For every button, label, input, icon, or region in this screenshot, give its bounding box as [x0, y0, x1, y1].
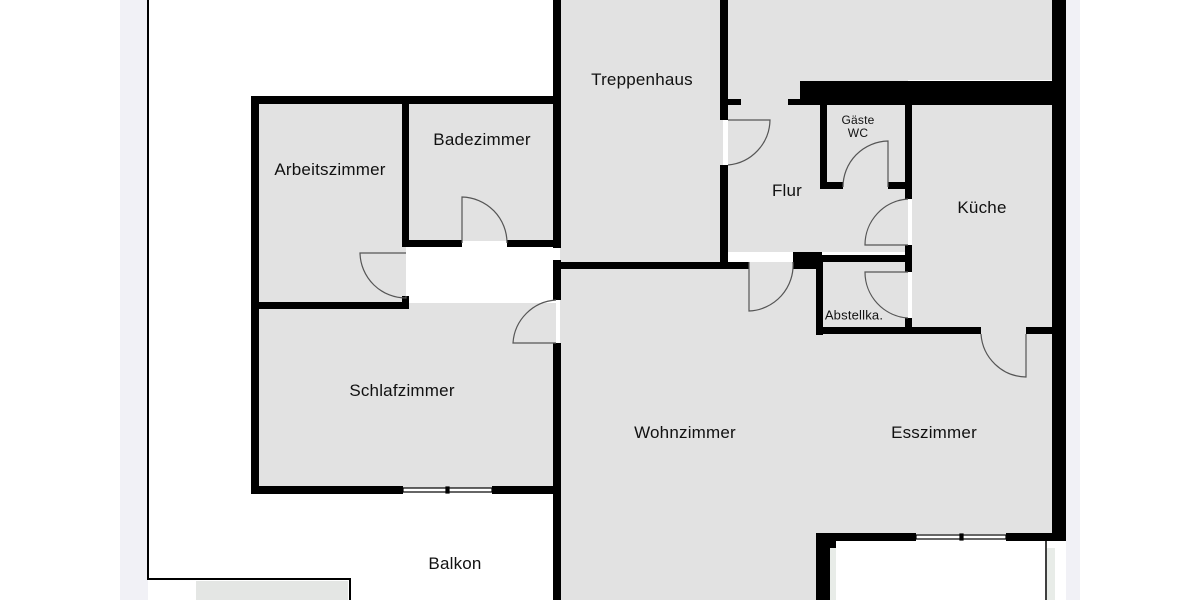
- door-arcs: [359, 119, 1027, 378]
- door-kueche-esszimmer: [980, 333, 1027, 378]
- room-label-arbeitszimmer: Arbeitszimmer: [274, 160, 386, 179]
- door-abstellkammer: [864, 271, 909, 319]
- room-label-schlafzimmer: Schlafzimmer: [349, 381, 455, 400]
- room-label-esszimmer: Esszimmer: [891, 423, 977, 442]
- windows: [402, 486, 1007, 541]
- door-badezimmer: [461, 196, 508, 244]
- room-label-wohnzimmer: Wohnzimmer: [634, 423, 736, 442]
- room-label-flur: Flur: [771, 181, 803, 200]
- room-label-badezimmer: Badezimmer: [433, 130, 531, 149]
- door-flur-wohnzimmer: [748, 261, 794, 312]
- door-arbeitszimmer: [359, 252, 407, 299]
- balcony-lower: [838, 541, 1044, 600]
- room-label-treppenhaus: Treppenhaus: [591, 70, 693, 89]
- door-gaeste-wc: [842, 140, 889, 188]
- room-label-abstellkammer: Abstellka.: [824, 307, 884, 323]
- gaeste-wc-line2: WC: [847, 126, 869, 140]
- room-label-balkon: Balkon: [428, 554, 482, 573]
- left-margin: [120, 0, 148, 600]
- room-label-kueche: Küche: [957, 198, 1007, 217]
- gaeste-wc-line1: Gäste: [841, 113, 875, 127]
- door-flur-kueche: [864, 198, 909, 246]
- right-margin: [1066, 0, 1080, 600]
- room-fills: [258, 0, 1052, 600]
- room-label-gaeste-wc: Gäste WC: [841, 114, 874, 140]
- walls: [251, 0, 1066, 600]
- door-schlafzimmer-wohnzimmer: [512, 299, 557, 344]
- door-treppenhaus-flur: [727, 119, 771, 166]
- balcony-outline: [147, 0, 351, 600]
